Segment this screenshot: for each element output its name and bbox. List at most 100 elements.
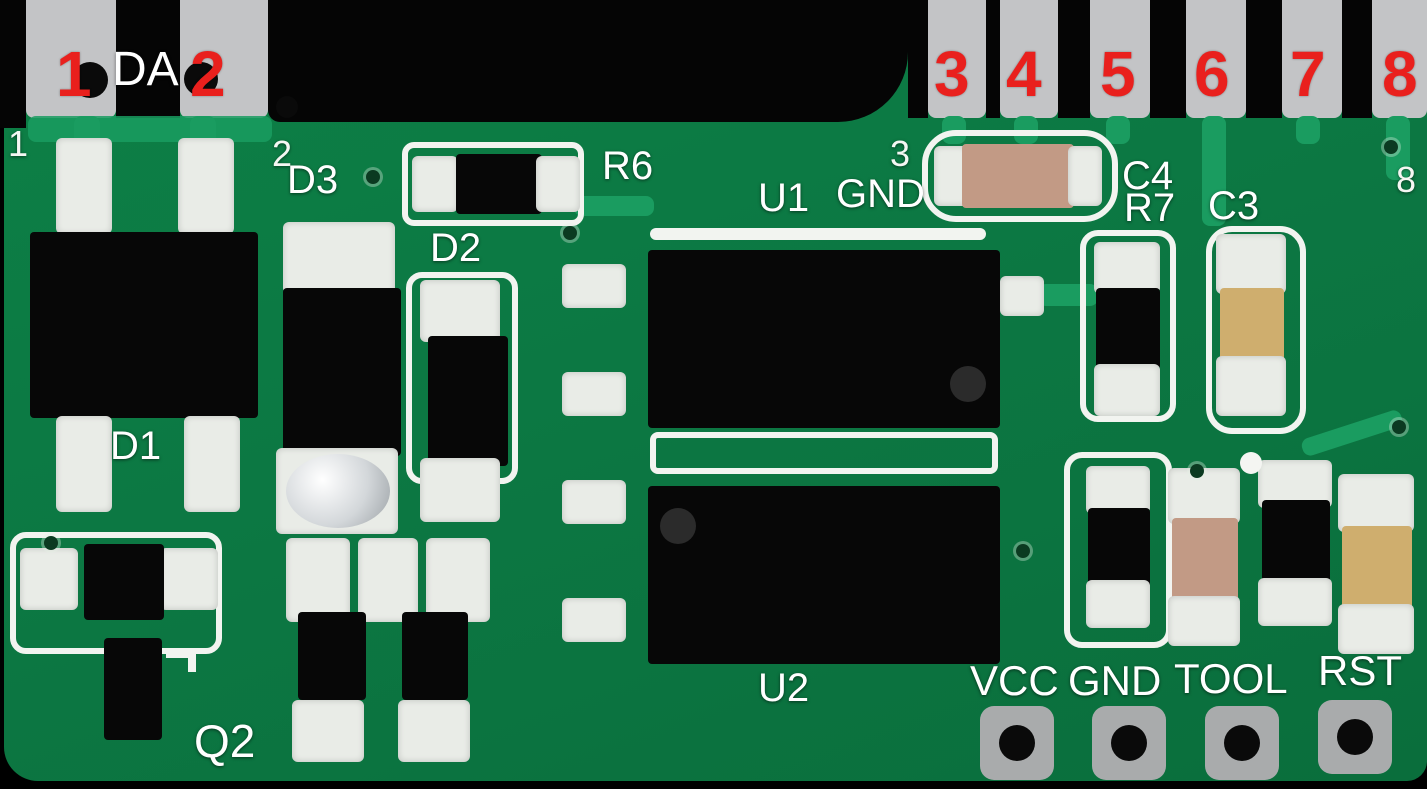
edge-pad-7 — [1282, 0, 1342, 118]
trace — [1296, 116, 1320, 144]
edge-pad-6 — [1186, 0, 1246, 118]
u1-pin-pad — [562, 264, 626, 308]
component-capacitor — [1342, 526, 1412, 610]
r7-silkscreen-outline — [1080, 230, 1176, 422]
u1-pin-pad — [562, 372, 626, 416]
silkscreen-mark — [166, 650, 196, 658]
gnd-hole — [1111, 725, 1147, 761]
trace — [28, 116, 272, 142]
rst-hole — [1337, 719, 1373, 755]
c3-silkscreen-outline — [1206, 226, 1306, 434]
r6-pad — [536, 156, 580, 212]
q2-pad — [160, 548, 218, 610]
r6-silkscreen-outline — [402, 142, 584, 226]
component-body — [298, 612, 366, 700]
small-hole — [276, 96, 298, 118]
u1-silkscreen-line — [650, 228, 986, 240]
pad-gap — [1342, 0, 1372, 118]
component-body — [1088, 508, 1150, 588]
d3-pad — [283, 222, 395, 294]
pad — [426, 538, 490, 622]
solder-dot — [1240, 452, 1262, 474]
label-q2: Q2 — [194, 715, 256, 767]
component-c4 — [962, 144, 1074, 208]
u2-pin-pad — [562, 480, 626, 524]
top-notch-cutout — [268, 0, 908, 122]
pad-number-3: 3 — [890, 133, 911, 174]
pad-gap — [1150, 0, 1186, 118]
u1-pin-pad — [1000, 276, 1044, 316]
c4-terminal — [1068, 146, 1102, 206]
pin-number-6: 6 — [1194, 38, 1230, 110]
pad-gap — [1058, 0, 1090, 118]
edge-pad-2 — [180, 0, 268, 118]
component-d3 — [283, 288, 401, 456]
u2-pin-pad — [562, 598, 626, 642]
component-u1 — [648, 250, 1000, 428]
pad — [286, 538, 350, 622]
pin-number-8: 8 — [1382, 38, 1418, 110]
via — [366, 170, 380, 184]
via — [563, 226, 577, 240]
c3-terminal — [1216, 234, 1286, 294]
pad-number-2: 2 — [272, 133, 293, 174]
pad2-hole — [184, 62, 218, 96]
label-u2: U2 — [758, 666, 810, 710]
pad-number-8: 8 — [1396, 159, 1417, 200]
pad — [292, 700, 364, 762]
label-vcc: VCC — [970, 657, 1059, 704]
component-d2 — [428, 336, 508, 466]
pad1-hole — [72, 62, 108, 98]
pin-number-2: 2 — [190, 38, 226, 110]
pad — [398, 700, 470, 762]
pin-number-3: 3 — [934, 38, 970, 110]
silkscreen-outline — [1064, 452, 1172, 648]
trace — [1202, 116, 1226, 226]
u2-pin1-dot — [660, 508, 696, 544]
label-d1: D1 — [110, 424, 162, 468]
edge-pad-3 — [928, 0, 986, 118]
label-u1: U1 — [758, 176, 810, 220]
pad-gap — [908, 0, 928, 118]
capacitor-terminal — [1338, 604, 1414, 654]
d1-pad — [56, 416, 112, 512]
edge-pad-4 — [1000, 0, 1058, 118]
label-d2: D2 — [430, 226, 482, 270]
component-r6 — [456, 154, 542, 214]
component-d1 — [30, 232, 258, 418]
label-da: DA — [112, 43, 179, 96]
pin-number-5: 5 — [1100, 38, 1136, 110]
silkscreen-mark — [188, 650, 196, 672]
trace — [1106, 116, 1130, 144]
via — [1384, 140, 1398, 154]
pad-gap — [1246, 0, 1282, 118]
r6-pad — [412, 156, 458, 212]
top-left-corner-cutout — [0, 0, 26, 128]
d1-pad — [56, 138, 112, 234]
c4-silkscreen-outline — [922, 130, 1118, 222]
pad — [1086, 466, 1150, 514]
label-gnd-top: GND — [836, 172, 925, 216]
component-c3 — [1220, 288, 1284, 362]
d1-pad — [178, 138, 234, 234]
pin-number-4: 4 — [1006, 38, 1042, 110]
label-d3: D3 — [287, 158, 339, 202]
q2-lower-body — [104, 638, 162, 740]
component-body — [402, 612, 468, 700]
component-capacitor — [1172, 518, 1238, 602]
solder-blob — [286, 454, 390, 528]
via — [1016, 544, 1030, 558]
component-body — [1262, 500, 1330, 586]
via — [1392, 420, 1406, 434]
label-gnd-bottom: GND — [1068, 657, 1162, 704]
q2-pad — [20, 548, 78, 610]
label-rst: RST — [1318, 647, 1402, 694]
capacitor-terminal — [1168, 468, 1240, 524]
pad-number-1: 1 — [8, 123, 29, 164]
d2-pad — [420, 280, 500, 342]
trace — [574, 196, 654, 216]
component-q2 — [84, 544, 164, 620]
component-u2 — [648, 486, 1000, 664]
pad — [1258, 578, 1332, 626]
